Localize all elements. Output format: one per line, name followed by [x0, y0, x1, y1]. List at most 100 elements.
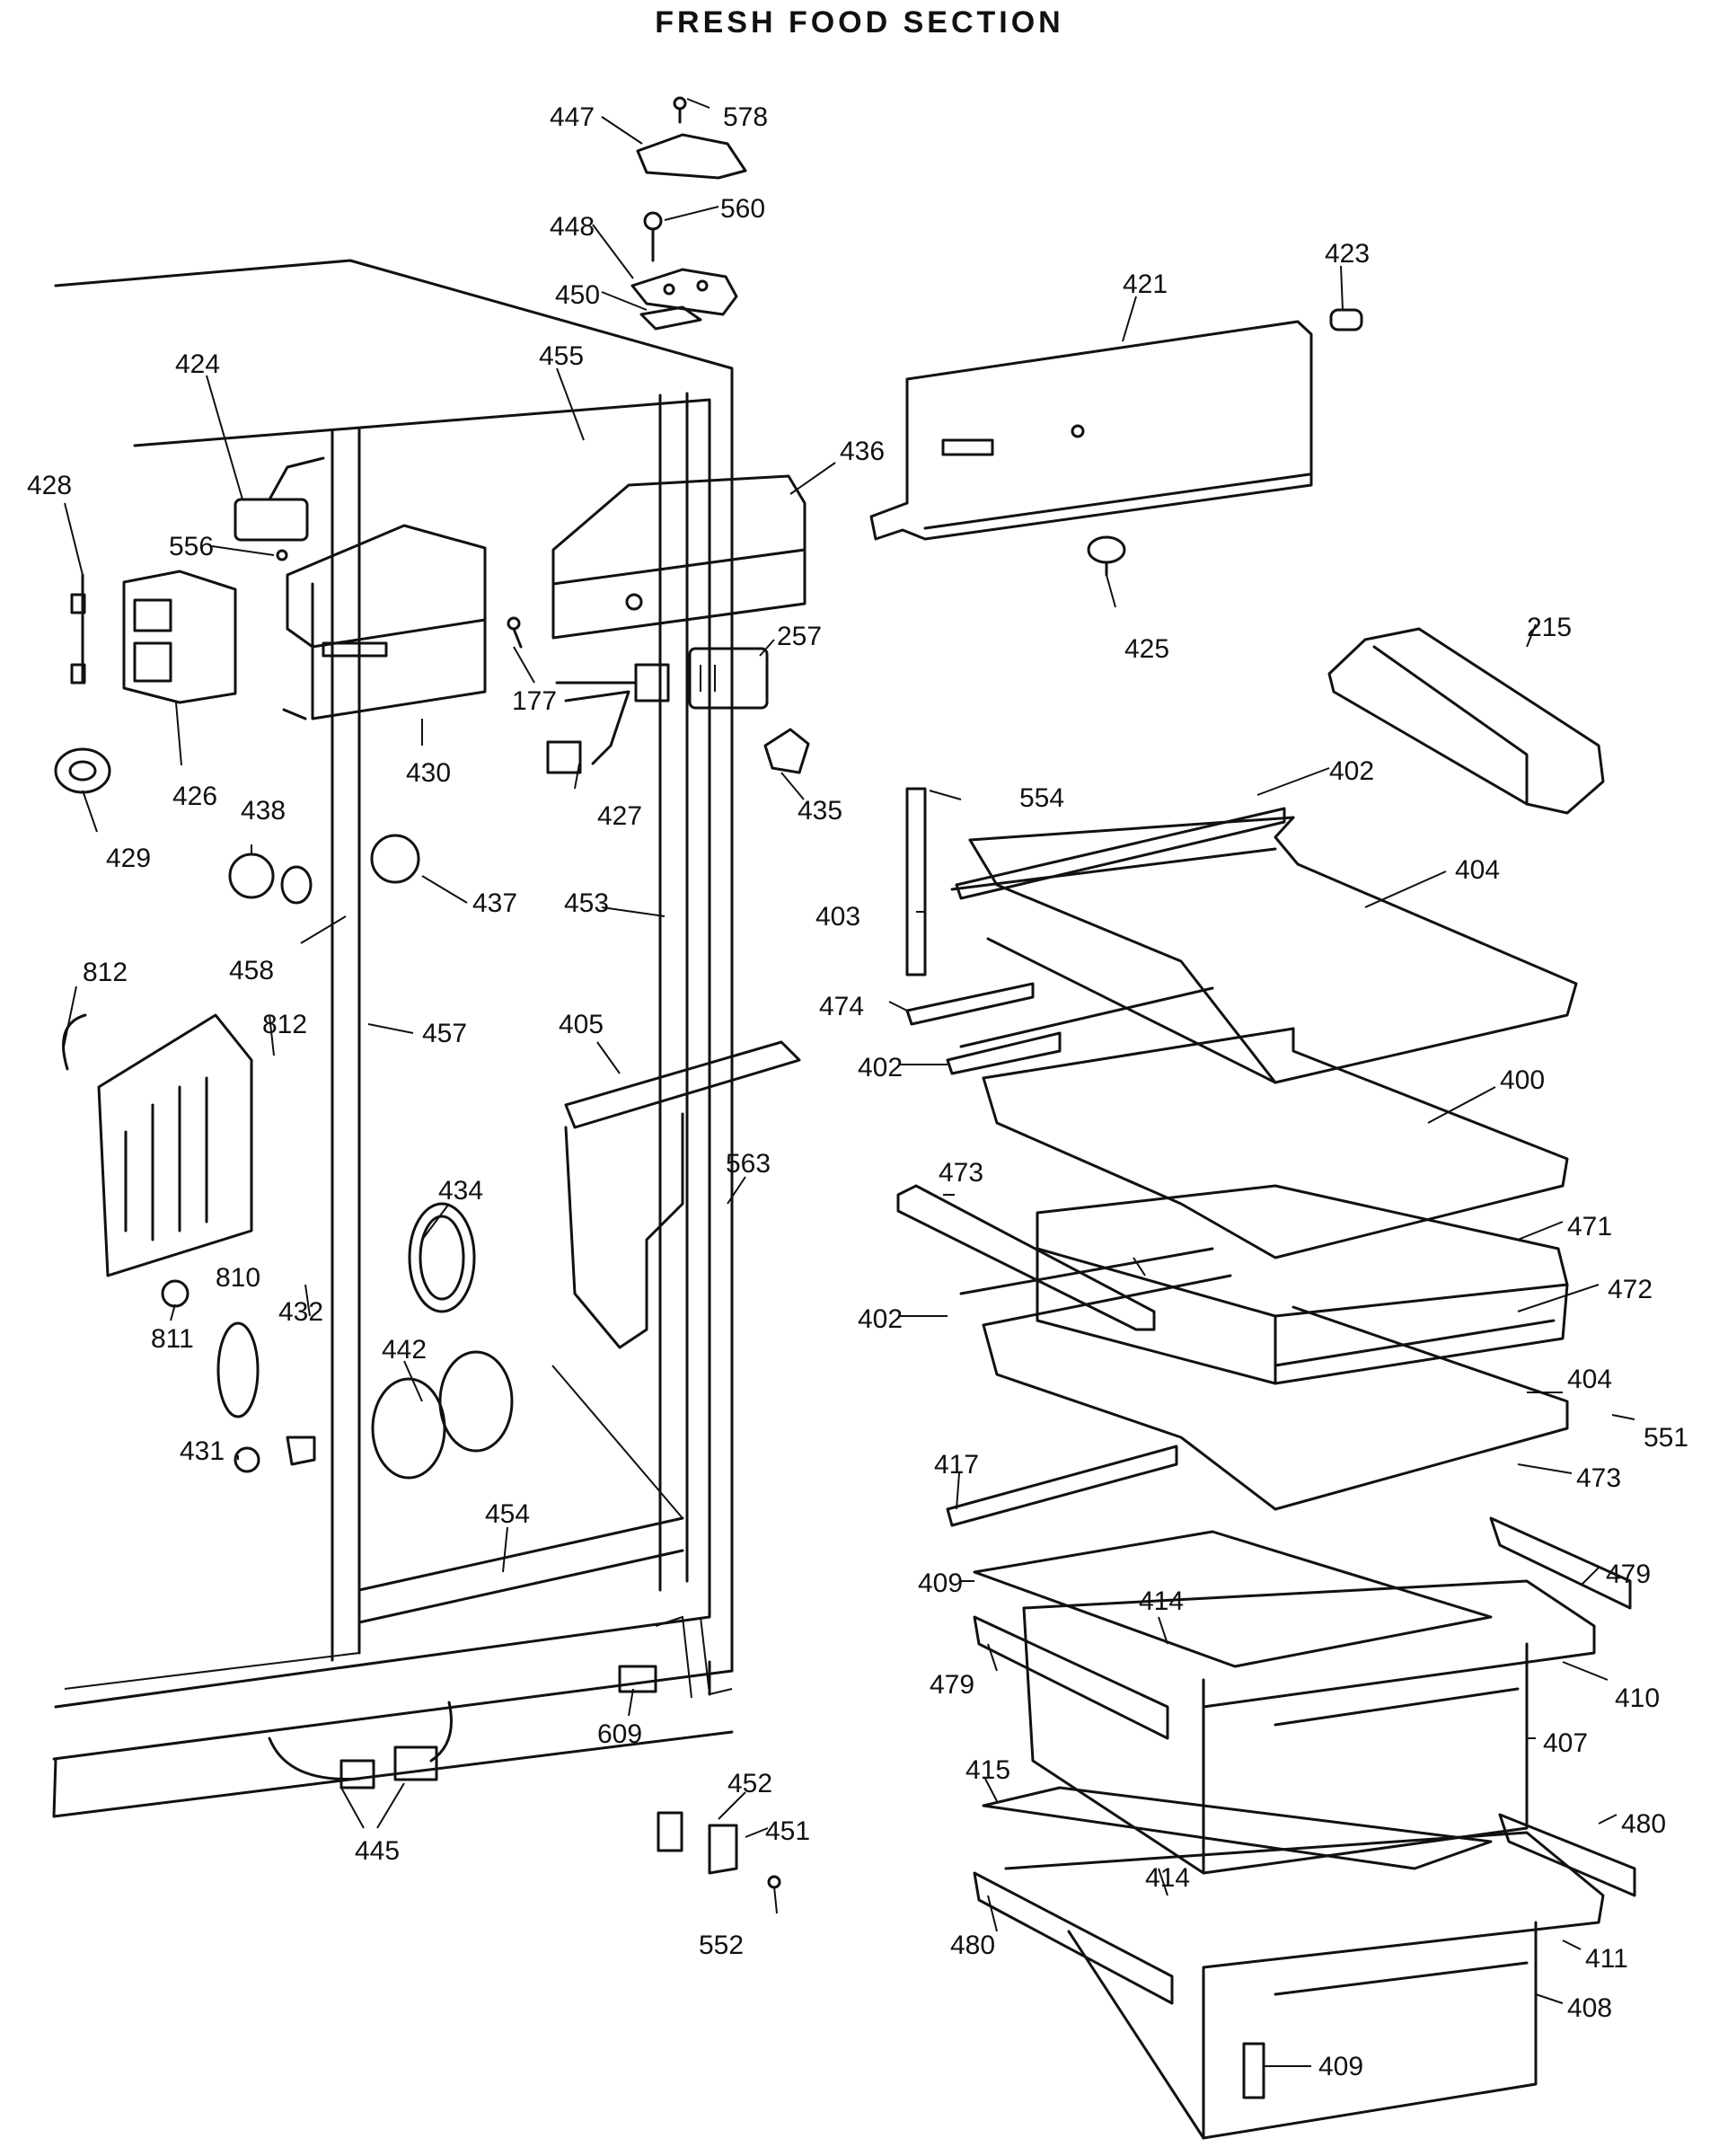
label-473a: 473	[939, 1158, 983, 1188]
label-429: 429	[106, 844, 151, 873]
label-551: 551	[1644, 1423, 1688, 1453]
label-409b: 409	[1318, 2052, 1363, 2081]
switch-609	[618, 1665, 657, 1693]
label-431: 431	[180, 1436, 225, 1466]
crisper-cover-415	[982, 1786, 1493, 1870]
frame-474-402	[905, 807, 1286, 1075]
shelf-400-mid	[959, 986, 1569, 1259]
label-552: 552	[699, 1931, 744, 1960]
label-453: 453	[564, 888, 609, 918]
label-442: 442	[382, 1335, 427, 1365]
switch-435	[763, 728, 810, 774]
label-417: 417	[934, 1450, 979, 1480]
label-474: 474	[819, 992, 864, 1021]
label-457: 457	[422, 1019, 467, 1048]
screw-556	[276, 549, 288, 561]
label-404a: 404	[1455, 855, 1500, 885]
housing-430	[282, 524, 487, 720]
label-455: 455	[539, 341, 584, 371]
label-471: 471	[1567, 1212, 1612, 1241]
label-452: 452	[727, 1769, 772, 1798]
duct-426	[122, 570, 237, 704]
label-609: 609	[597, 1719, 642, 1749]
label-473b: 473	[1576, 1463, 1621, 1493]
label-257: 257	[777, 622, 822, 651]
label-479b: 479	[930, 1670, 974, 1700]
diagram-title: FRESH FOOD SECTION	[655, 5, 1064, 40]
lens-432-431	[216, 1321, 316, 1473]
label-812b: 812	[262, 1010, 307, 1039]
label-409a: 409	[918, 1568, 963, 1598]
bracket-405	[564, 1040, 801, 1349]
socket-437-438	[228, 834, 420, 905]
label-404b: 404	[1567, 1365, 1612, 1394]
label-428: 428	[27, 471, 72, 500]
hinge-451-452	[657, 1811, 738, 1875]
label-407: 407	[1543, 1728, 1588, 1758]
screw-578	[673, 96, 687, 124]
crisper-rail-479	[973, 1516, 1632, 1740]
label-480b: 480	[950, 1931, 995, 1960]
clip-811	[161, 1279, 190, 1308]
label-414a: 414	[1139, 1586, 1184, 1616]
label-432: 432	[278, 1297, 323, 1327]
label-438: 438	[241, 796, 286, 826]
control-housing-436	[551, 474, 807, 640]
label-402b: 402	[858, 1053, 903, 1082]
knob-425	[1087, 535, 1126, 577]
crisper-cover-409	[973, 1530, 1493, 1668]
screw-552	[767, 1875, 781, 1889]
screw-560	[643, 211, 663, 262]
label-425: 425	[1124, 634, 1169, 664]
label-451: 451	[765, 1816, 810, 1846]
label-436: 436	[840, 437, 885, 466]
leader-lines	[62, 98, 1635, 2067]
wiring-427	[546, 663, 670, 774]
label-400: 400	[1500, 1065, 1545, 1095]
crisper-407-410	[1022, 1579, 1596, 1875]
label-445: 445	[355, 1836, 400, 1866]
label-423: 423	[1325, 239, 1370, 269]
label-810: 810	[216, 1263, 260, 1293]
part-labels: 447 578 448 560 450 421 423 424 455 436 …	[27, 102, 1688, 2081]
screw-177	[507, 616, 523, 649]
label-427: 427	[597, 801, 642, 831]
label-408: 408	[1567, 1993, 1612, 2023]
timer-257	[688, 647, 769, 710]
control-panel-421	[869, 320, 1313, 541]
crisper-408-411	[1004, 1831, 1605, 2140]
bearing-429	[54, 747, 111, 794]
crisper-rail-480	[973, 1813, 1636, 2005]
rail-417	[946, 1445, 1178, 1527]
label-402c: 402	[858, 1304, 903, 1334]
label-479a: 479	[1606, 1560, 1651, 1589]
label-454: 454	[485, 1499, 530, 1529]
label-812a: 812	[83, 958, 128, 987]
shelf-404-top	[950, 816, 1578, 1084]
label-437: 437	[472, 888, 517, 918]
label-556: 556	[169, 532, 214, 561]
hinge-448	[630, 268, 738, 316]
label-415: 415	[965, 1755, 1010, 1785]
label-411: 411	[1585, 1944, 1628, 1974]
cabinet-liner	[52, 259, 734, 1818]
trim-473	[896, 1184, 1156, 1331]
harness-445	[268, 1701, 453, 1789]
shelf-404-low	[959, 1247, 1569, 1511]
hinge-cover-447	[636, 133, 747, 180]
label-402a: 402	[1329, 756, 1374, 786]
label-458: 458	[229, 956, 274, 985]
label-177: 177	[512, 686, 557, 716]
label-426: 426	[172, 782, 217, 811]
label-560: 560	[720, 194, 765, 224]
label-215: 215	[1527, 613, 1572, 642]
label-448: 448	[550, 212, 595, 242]
bin-215	[1327, 627, 1605, 815]
label-554: 554	[1019, 783, 1064, 813]
label-414b: 414	[1145, 1863, 1190, 1893]
label-421: 421	[1123, 270, 1168, 299]
knob-423	[1329, 308, 1363, 331]
label-410: 410	[1615, 1683, 1660, 1713]
lamp-lens-434	[408, 1202, 476, 1313]
